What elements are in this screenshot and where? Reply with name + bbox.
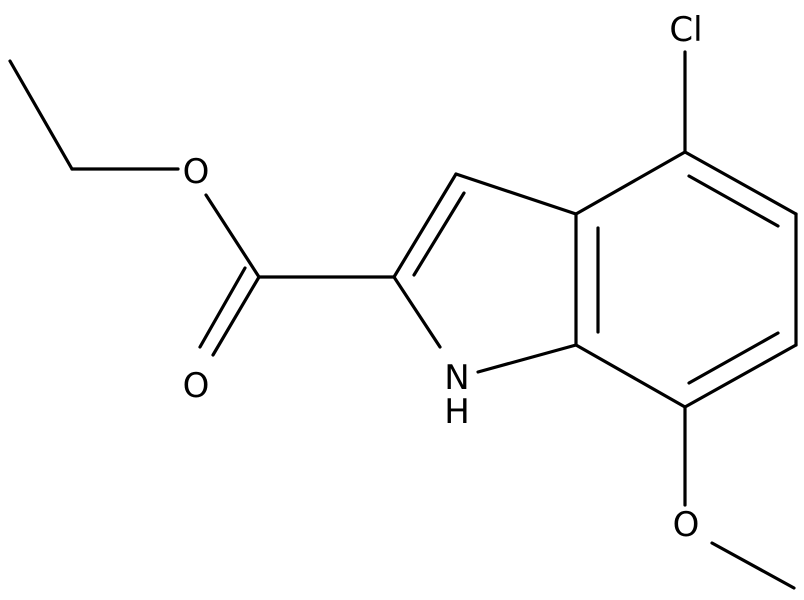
atom-nitrogen: N <box>444 358 469 398</box>
bond-c2-n1 <box>392 275 442 349</box>
bond-c4-c5 <box>683 150 798 216</box>
bond-c2-c3-inner <box>412 191 466 277</box>
bond-ch3-ch2 <box>8 59 74 171</box>
bond-c6-c7-inner <box>687 331 780 385</box>
bond-c3a-c4 <box>574 150 687 216</box>
atom-ester-oxygen: O <box>183 152 210 192</box>
atom-carbonyl-oxygen: O <box>183 366 210 406</box>
bond-n1-c7a <box>476 343 578 374</box>
atom-methoxy-oxygen: O <box>673 505 700 545</box>
atom-hydrogen: H <box>444 392 470 432</box>
bond-carbonyl-double-a <box>211 275 261 357</box>
bond-c3-c3a <box>454 172 578 216</box>
atom-labels: Cl O O N H O <box>183 10 703 545</box>
bond-carbonyl-double-b <box>198 266 247 349</box>
atom-chlorine: Cl <box>669 10 702 50</box>
bonds <box>8 50 798 590</box>
bond-c6-c7 <box>683 343 798 409</box>
bond-o-carbonyl-c <box>204 193 261 279</box>
bond-c4-c5-inner <box>687 174 780 228</box>
bond-o-ch3 <box>710 541 796 590</box>
bond-c2-c3 <box>392 172 458 279</box>
bond-c7-c7a <box>574 343 687 409</box>
